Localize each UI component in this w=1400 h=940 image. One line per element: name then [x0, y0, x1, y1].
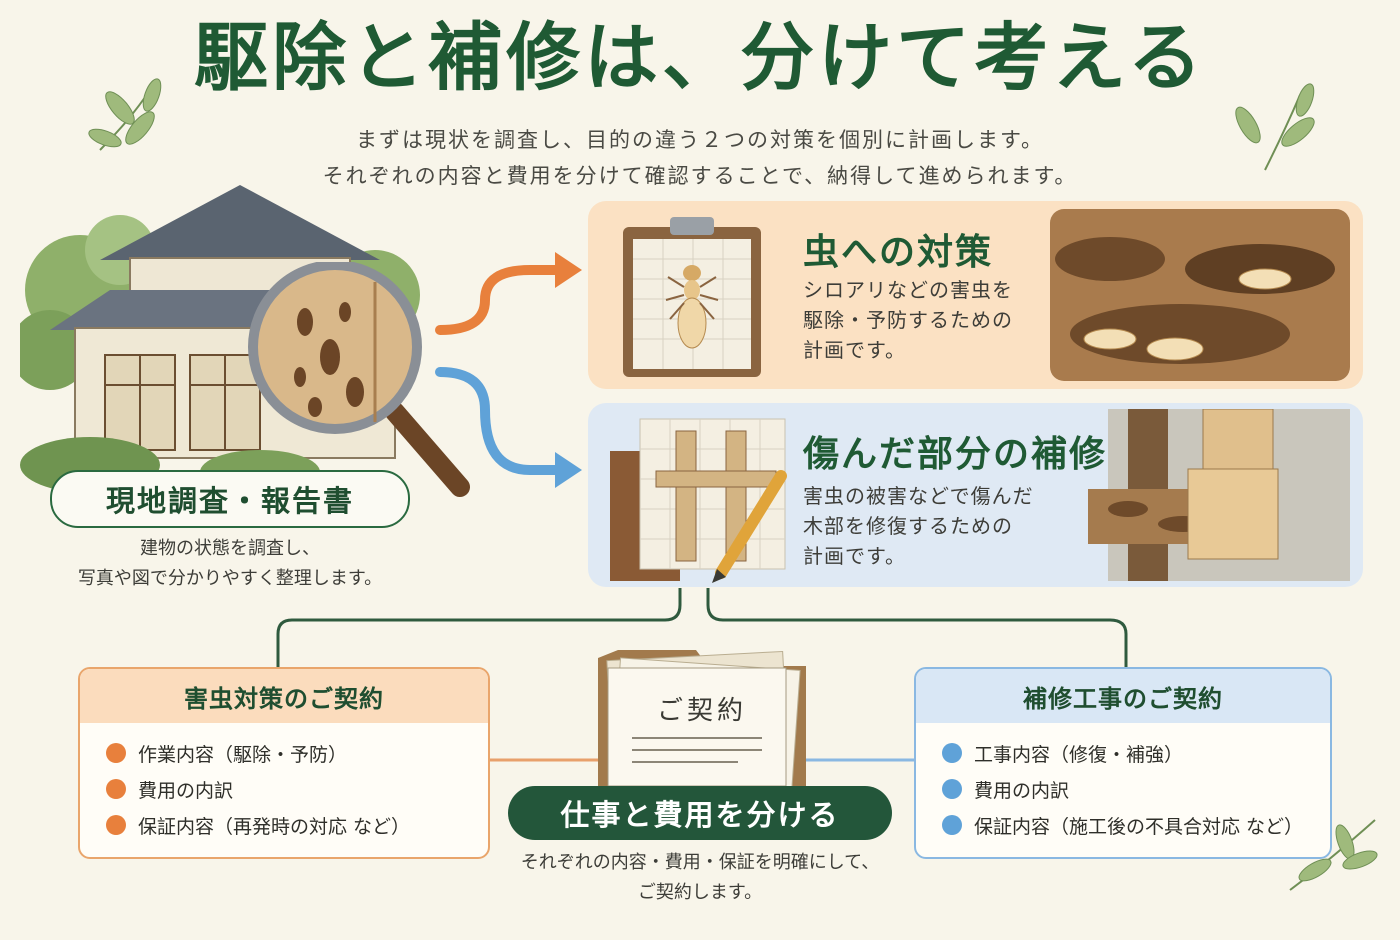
pest-desc-line-2: 駆除・予防するための — [803, 308, 1013, 332]
repair-desc-line-1: 害虫の被害などで傷んだ — [803, 484, 1034, 508]
bullet-icon — [942, 815, 962, 835]
list-item: 費用の内訳 — [942, 771, 1330, 807]
leaf-decoration-bottom-icon — [1289, 819, 1378, 891]
repair-contract-box: 補修工事のご契約 工事内容（修復・補強） 費用の内訳 保証内容（施工後の不具合対… — [914, 667, 1332, 859]
list-item: 工事内容（修復・補強） — [942, 735, 1330, 771]
leaf-decoration-right-icon — [1235, 83, 1315, 171]
arrow-to-pest-plan — [435, 265, 565, 335]
list-item: 保証内容（施工後の不具合対応 など） — [942, 807, 1330, 843]
subtitle-line-1: まずは現状を調査し、目的の違う２つの対策を個別に計画します。 — [356, 128, 1044, 152]
list-item: 費用の内訳 — [106, 771, 488, 807]
survey-desc-line-2: 写真や図で分かりやすく整理します。 — [77, 567, 383, 589]
pest-plan-description: シロアリなどの害虫を 駆除・予防するための 計画です。 — [803, 275, 1013, 365]
wood-repair-illustration — [1088, 409, 1350, 581]
magnifier-icon — [248, 262, 470, 497]
connector-to-pest-contract — [276, 588, 682, 667]
repair-desc-line-2: 木部を修復するための — [803, 514, 1013, 538]
survey-description: 建物の状態を調査し、 写真や図で分かりやすく整理します。 — [30, 534, 430, 593]
page-title: 駆除と補修は、分けて考える — [194, 15, 1206, 101]
leaf-decoration-left-icon — [88, 78, 162, 151]
pest-desc-line-3: 計画です。 — [803, 338, 906, 362]
pest-desc-line-1: シロアリなどの害虫を — [803, 278, 1013, 302]
repair-plan-description: 害虫の被害などで傷んだ 木部を修復するための 計画です。 — [803, 481, 1034, 571]
house-illustration — [20, 185, 420, 494]
repair-plan-title: 傷んだ部分の補修 — [803, 433, 1108, 475]
pest-plan-title: 虫への対策 — [803, 231, 994, 273]
arrow-to-repair-plan — [435, 367, 565, 475]
repair-plan-card: 傷んだ部分の補修 害虫の被害などで傷んだ 木部を修復するための 計画です。 — [588, 403, 1363, 587]
survey-report-label: 現地調査・報告書 — [50, 470, 410, 528]
bullet-icon — [106, 779, 126, 799]
bullet-icon — [106, 743, 126, 763]
bullet-icon — [942, 779, 962, 799]
separate-work-and-cost-label: 仕事と費用を分ける — [508, 786, 892, 840]
connector-to-repair-contract — [706, 588, 1128, 667]
repair-contract-list: 工事内容（修復・補強） 費用の内訳 保証内容（施工後の不具合対応 など） — [916, 723, 1330, 843]
blueprint-pencil-icon — [610, 418, 787, 583]
list-item: 保証内容（再発時の対応 など） — [106, 807, 488, 843]
pest-plan-card: 虫への対策 シロアリなどの害虫を 駆除・予防するための 計画です。 — [588, 201, 1363, 389]
survey-desc-line-1: 建物の状態を調査し、 — [140, 538, 320, 559]
repair-contract-title: 補修工事のご契約 — [916, 669, 1330, 723]
pest-contract-list: 作業内容（駆除・予防） 費用の内訳 保証内容（再発時の対応 など） — [80, 723, 488, 843]
pest-contract-box: 害虫対策のご契約 作業内容（駆除・予防） 費用の内訳 保証内容（再発時の対応 な… — [78, 667, 490, 859]
repair-desc-line-3: 計画です。 — [803, 544, 906, 568]
pest-contract-title: 害虫対策のご契約 — [80, 669, 488, 723]
center-desc-line-2: ご契約します。 — [637, 881, 763, 903]
contract-document-label: ご契約 — [656, 696, 747, 726]
center-description: それぞれの内容・費用・保証を明確にして、 ご契約します。 — [470, 848, 930, 907]
subtitle-line-2: それぞれの内容と費用を分けて確認することで、納得して進められます。 — [322, 164, 1078, 188]
bullet-icon — [106, 815, 126, 835]
termite-clipboard-icon — [623, 217, 761, 377]
termite-damage-illustration — [1050, 209, 1350, 381]
center-desc-line-1: それぞれの内容・費用・保証を明確にして、 — [520, 852, 880, 873]
bullet-icon — [942, 743, 962, 763]
list-item: 作業内容（駆除・予防） — [106, 735, 488, 771]
